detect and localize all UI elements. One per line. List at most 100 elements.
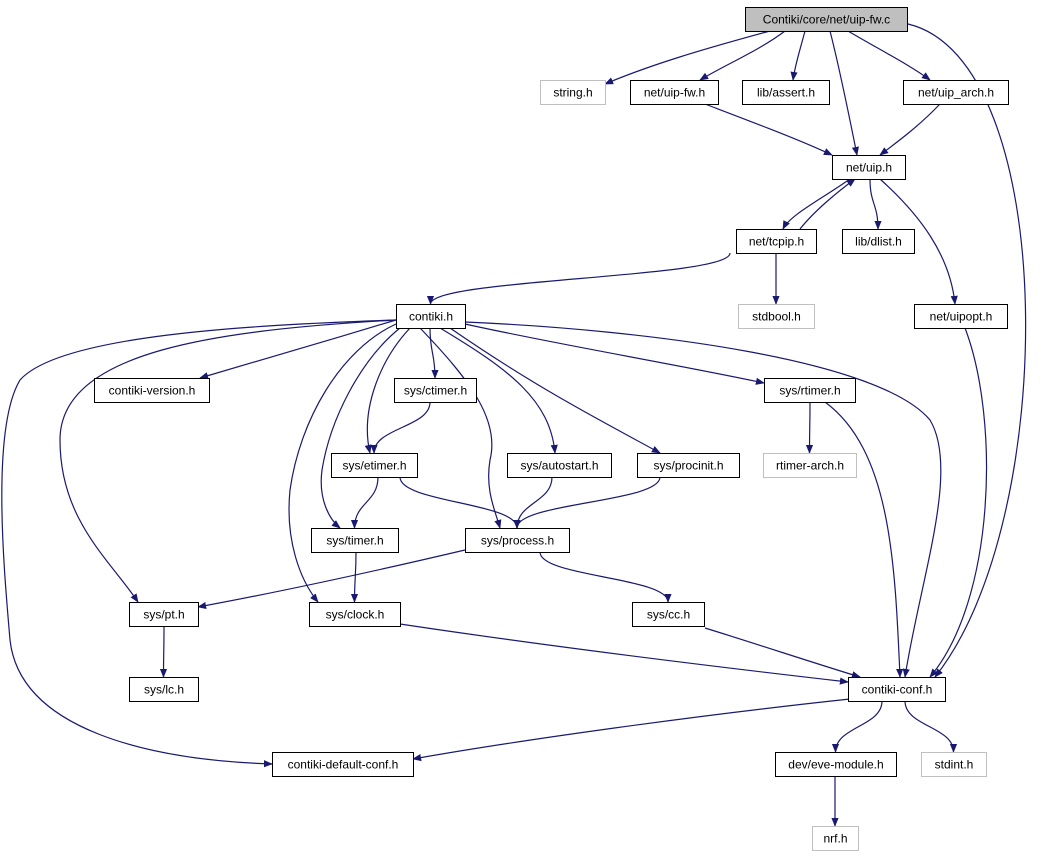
edge-rtimer-to-rtimerarch [805, 401, 814, 454]
node-box [272, 752, 414, 777]
edge-conf-to-eve [831, 700, 883, 753]
node-box [129, 602, 199, 627]
node-string: string.h [540, 80, 606, 105]
node-assert[interactable]: lib/assert.h [742, 80, 830, 105]
node-box [738, 304, 815, 329]
edge-uip-to-uipopt [879, 178, 958, 305]
node-conf[interactable]: contiki-conf.h [848, 677, 946, 702]
node-label: contiki-conf.h [862, 683, 933, 697]
edge-uipopt-to-conf [929, 327, 988, 678]
edge-contiki-to-autostart [439, 327, 558, 454]
node-version[interactable]: contiki-version.h [94, 378, 210, 403]
node-cc[interactable]: sys/cc.h [632, 602, 705, 627]
node-label: net/uip-fw.h [644, 86, 705, 100]
node-label: rtimer-arch.h [776, 459, 844, 473]
edge-contiki-to-pt [59, 319, 397, 603]
node-label: sys/etimer.h [342, 459, 406, 473]
node-etimer[interactable]: sys/etimer.h [331, 453, 418, 478]
node-label: lib/assert.h [757, 86, 815, 100]
node-contiki[interactable]: contiki.h [396, 304, 466, 329]
node-label: sys/clock.h [326, 608, 385, 622]
node-label: net/tcpip.h [749, 235, 804, 249]
node-procinit[interactable]: sys/procinit.h [637, 453, 740, 478]
edge-ctimer-to-etimer [370, 401, 431, 454]
node-defconf[interactable]: contiki-default-conf.h [272, 752, 414, 777]
node-label: Contiki/core/net/uip-fw.c [763, 13, 890, 27]
node-label: string.h [553, 86, 592, 100]
node-box [736, 229, 817, 254]
node-autostart[interactable]: sys/autostart.h [507, 453, 612, 478]
edge-contiki-to-conf [464, 321, 942, 678]
node-label: stdint.h [935, 758, 974, 772]
edge-tcpip-to-uip [799, 178, 856, 230]
node-uipopt[interactable]: net/uipopt.h [914, 304, 1008, 329]
node-box [842, 229, 915, 254]
node-box [745, 7, 908, 32]
node-dlist[interactable]: lib/dlist.h [842, 229, 915, 254]
node-box [812, 826, 859, 851]
node-uip[interactable]: net/uip.h [832, 155, 906, 180]
node-label: contiki.h [409, 310, 453, 324]
node-label: sys/lc.h [144, 683, 184, 697]
edge-contiki-to-defconf [1, 319, 397, 768]
node-label: sys/pt.h [143, 608, 184, 622]
node-eve[interactable]: dev/eve-module.h [775, 752, 897, 777]
edge-root-to-uip [829, 30, 859, 156]
node-box [832, 155, 906, 180]
edge-root-to-uiparch [847, 30, 931, 81]
node-box [632, 602, 705, 627]
node-label: net/uip_arch.h [918, 86, 994, 100]
edge-uipfw-to-uip [704, 103, 833, 156]
node-label: lib/dlist.h [855, 235, 902, 249]
edge-root-to-uipfw [699, 30, 786, 81]
node-label: contiki-default-conf.h [288, 758, 399, 772]
edge-tcpip-to-contiki [426, 252, 731, 305]
node-label: stdbool.h [752, 310, 801, 324]
node-label: dev/eve-module.h [788, 758, 883, 772]
dependency-edges [1, 23, 1027, 827]
node-box [763, 453, 857, 478]
edge-pt-to-lc [159, 625, 168, 678]
node-process[interactable]: sys/process.h [465, 528, 570, 553]
node-label: sys/process.h [481, 534, 554, 548]
edge-root-to-assert [790, 30, 806, 81]
node-label: sys/rtimer.h [779, 384, 840, 398]
node-label: sys/cc.h [647, 608, 690, 622]
edge-uip-to-dlist [869, 178, 882, 230]
edge-contiki-to-version [199, 319, 397, 380]
edge-conf-to-defconf [412, 698, 851, 762]
edge-contiki-to-ctimer [429, 327, 439, 379]
node-ctimer[interactable]: sys/ctimer.h [394, 378, 477, 403]
node-label: nrf.h [823, 832, 847, 846]
node-label: sys/procinit.h [653, 459, 723, 473]
node-tcpip[interactable]: net/tcpip.h [736, 229, 817, 254]
node-label: sys/timer.h [326, 534, 383, 548]
node-box [921, 752, 987, 777]
node-pt[interactable]: sys/pt.h [129, 602, 199, 627]
node-label: net/uip.h [846, 161, 892, 175]
node-box [331, 453, 418, 478]
edge-root-to-string [604, 30, 771, 85]
edge-cc-to-conf [704, 627, 861, 679]
node-uiparch[interactable]: net/uip_arch.h [903, 80, 1009, 105]
node-box [775, 752, 897, 777]
node-root[interactable]: Contiki/core/net/uip-fw.c [745, 7, 908, 32]
node-box [742, 80, 830, 105]
edge-contiki-to-procinit [449, 327, 661, 454]
edge-etimer-to-timer [350, 476, 379, 529]
node-clock[interactable]: sys/clock.h [309, 602, 401, 627]
node-box [309, 602, 401, 627]
node-rtimer[interactable]: sys/rtimer.h [764, 378, 856, 403]
node-nrf: nrf.h [812, 826, 859, 851]
node-box [396, 304, 466, 329]
node-label: net/uipopt.h [930, 310, 993, 324]
node-label: sys/ctimer.h [404, 384, 467, 398]
edge-rtimer-to-conf [824, 401, 904, 678]
node-uipfw[interactable]: net/uip-fw.h [630, 80, 719, 105]
edge-contiki-to-process [419, 327, 502, 529]
node-box [507, 453, 612, 478]
edge-procinit-to-process [513, 476, 661, 529]
node-timer[interactable]: sys/timer.h [311, 528, 399, 553]
node-lc[interactable]: sys/lc.h [129, 677, 199, 702]
